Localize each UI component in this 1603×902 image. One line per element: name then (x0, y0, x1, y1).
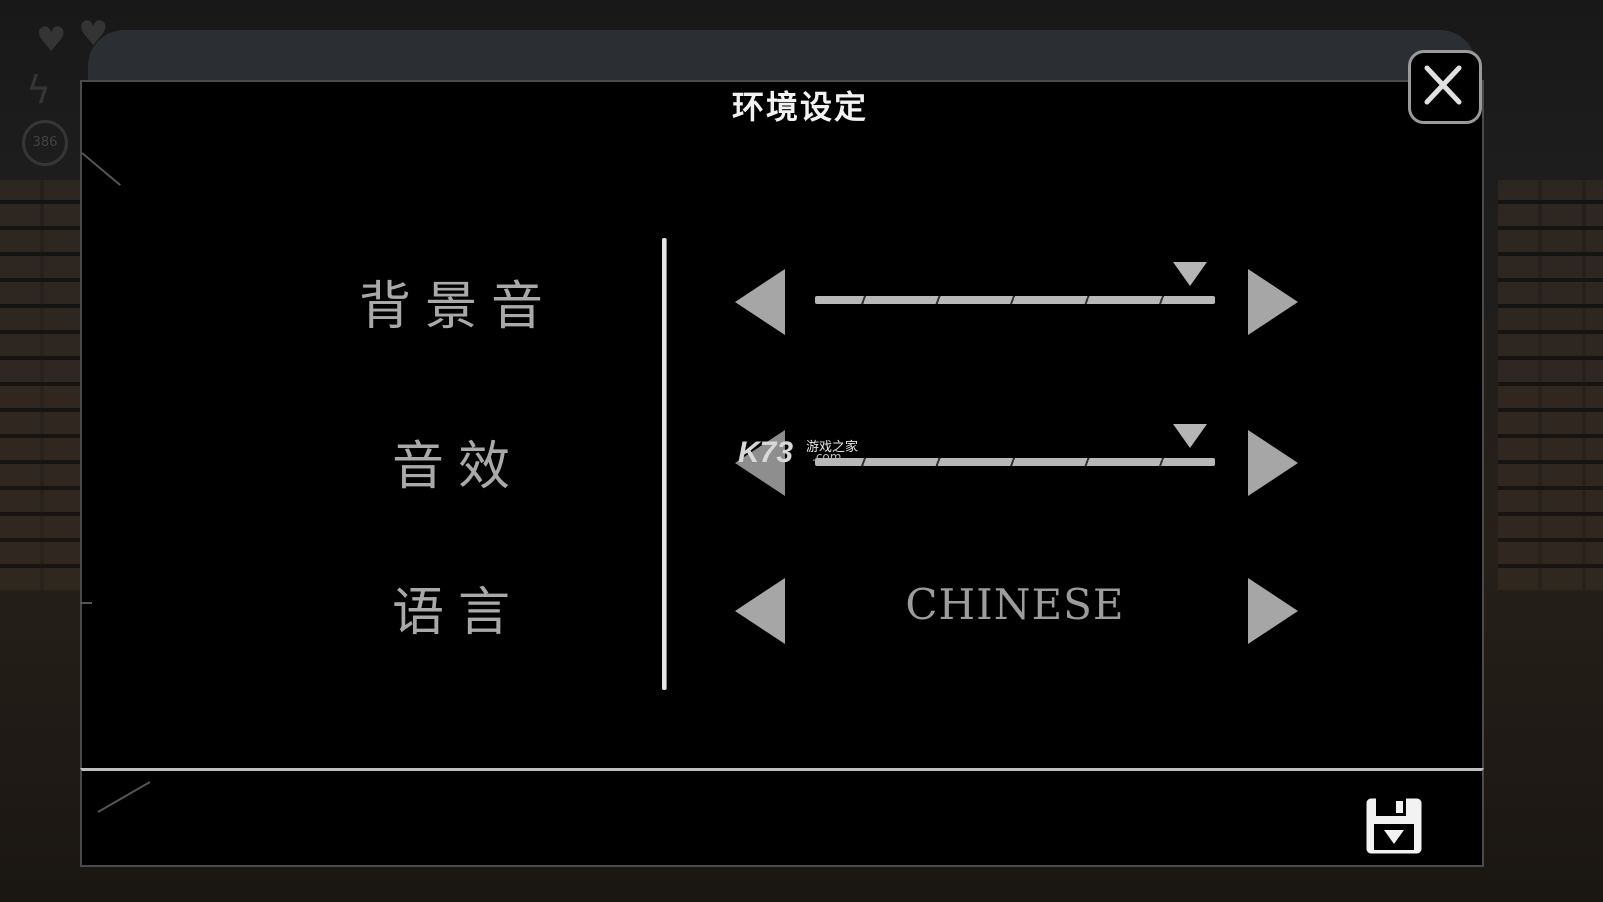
watermark-text: 游戏之家 (806, 440, 859, 455)
language-next-arrow-icon[interactable] (1244, 576, 1300, 646)
brick-wall-right (1498, 180, 1603, 590)
language-value: CHINESE (905, 580, 1125, 629)
scratch-mark (80, 602, 92, 604)
scratch-mark (97, 781, 151, 813)
scratch-mark (81, 152, 121, 186)
sfx-decrease-arrow-icon[interactable] (733, 428, 789, 498)
dialog-footer (80, 768, 1484, 867)
close-button[interactable] (1408, 50, 1482, 124)
close-x-icon (1424, 65, 1462, 105)
hud-dimmed: ♥ ♥ ϟ 386 (18, 10, 258, 166)
bgm-slider-track[interactable] (815, 296, 1215, 304)
sfx-slider-track[interactable] (815, 458, 1215, 466)
coin-counter: 386 (22, 120, 68, 166)
language-label: 语言 (391, 583, 524, 643)
heart-icon: ♥ (36, 20, 67, 60)
brick-wall-left (0, 180, 85, 590)
bgm-label: 背景音 (358, 277, 557, 337)
sfx-slider-knob[interactable] (1173, 424, 1207, 448)
watermark: K73 游戏之家 .com (738, 436, 858, 470)
energy-bolt-icon: ϟ (26, 68, 52, 112)
save-button[interactable] (1362, 794, 1426, 858)
watermark-logo: K73 (738, 436, 794, 469)
bgm-decrease-arrow-icon[interactable] (733, 267, 789, 337)
column-divider (662, 238, 666, 690)
language-previous-arrow-icon[interactable] (733, 576, 789, 646)
dialog-title: 环境设定 (731, 88, 868, 126)
bgm-slider-knob[interactable] (1173, 262, 1207, 286)
bgm-increase-arrow-icon[interactable] (1244, 267, 1300, 337)
sfx-label: 音效 (391, 437, 524, 497)
watermark-domain: .com (812, 450, 842, 464)
sfx-increase-arrow-icon[interactable] (1244, 428, 1300, 498)
